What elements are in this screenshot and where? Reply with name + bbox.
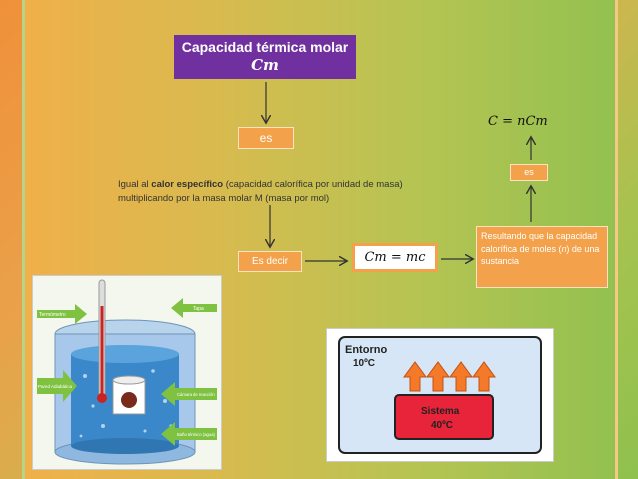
label-pared: Pared Adiabática [38, 384, 73, 389]
description-suffix: (capacidad calorífica por unidad de masa… [118, 179, 403, 204]
sistema-temp: 40ºC [431, 420, 453, 431]
entorno-temp: 10ºC [353, 358, 375, 369]
system-image: Entorno 10ºC Sistema 40ºC [326, 328, 554, 462]
sistema-label: Sistema [421, 406, 460, 417]
description-prefix: Igual al [118, 179, 152, 190]
heat-arrows [403, 361, 496, 392]
description-text: Igual al calor específico (capacidad cal… [118, 178, 428, 206]
label-camara: Cámara de reacción [177, 392, 215, 397]
formula-c-ncm: 𝐶 = 𝑛𝐶𝑚 [488, 114, 548, 129]
title-box: Capacidad térmica molar 𝑪𝒎 [174, 35, 356, 79]
entorno-label: Entorno [345, 344, 387, 356]
label-es-right: es [510, 164, 548, 181]
label-tapa: Tapa [193, 306, 204, 312]
label-es-decir: Es decir [238, 251, 302, 272]
calorimeter-image: Termómetro Tapa Pared Adiabática Cámara … [32, 275, 222, 470]
label-bano: Baño térmico (agua) [177, 432, 216, 437]
title-symbol: 𝑪𝒎 [251, 56, 279, 74]
label-es-top: es [238, 127, 294, 149]
formula-cm-mc: 𝐶𝑚 = 𝑚𝑐 [352, 243, 438, 272]
result-box: Resultando que la capacidad calorífica d… [476, 226, 608, 288]
label-termometro: Termómetro [39, 312, 66, 318]
description-bold: calor específico [151, 179, 224, 190]
title-text: Capacidad térmica molar [181, 39, 349, 55]
label-arrows-calorimeter [37, 298, 217, 446]
